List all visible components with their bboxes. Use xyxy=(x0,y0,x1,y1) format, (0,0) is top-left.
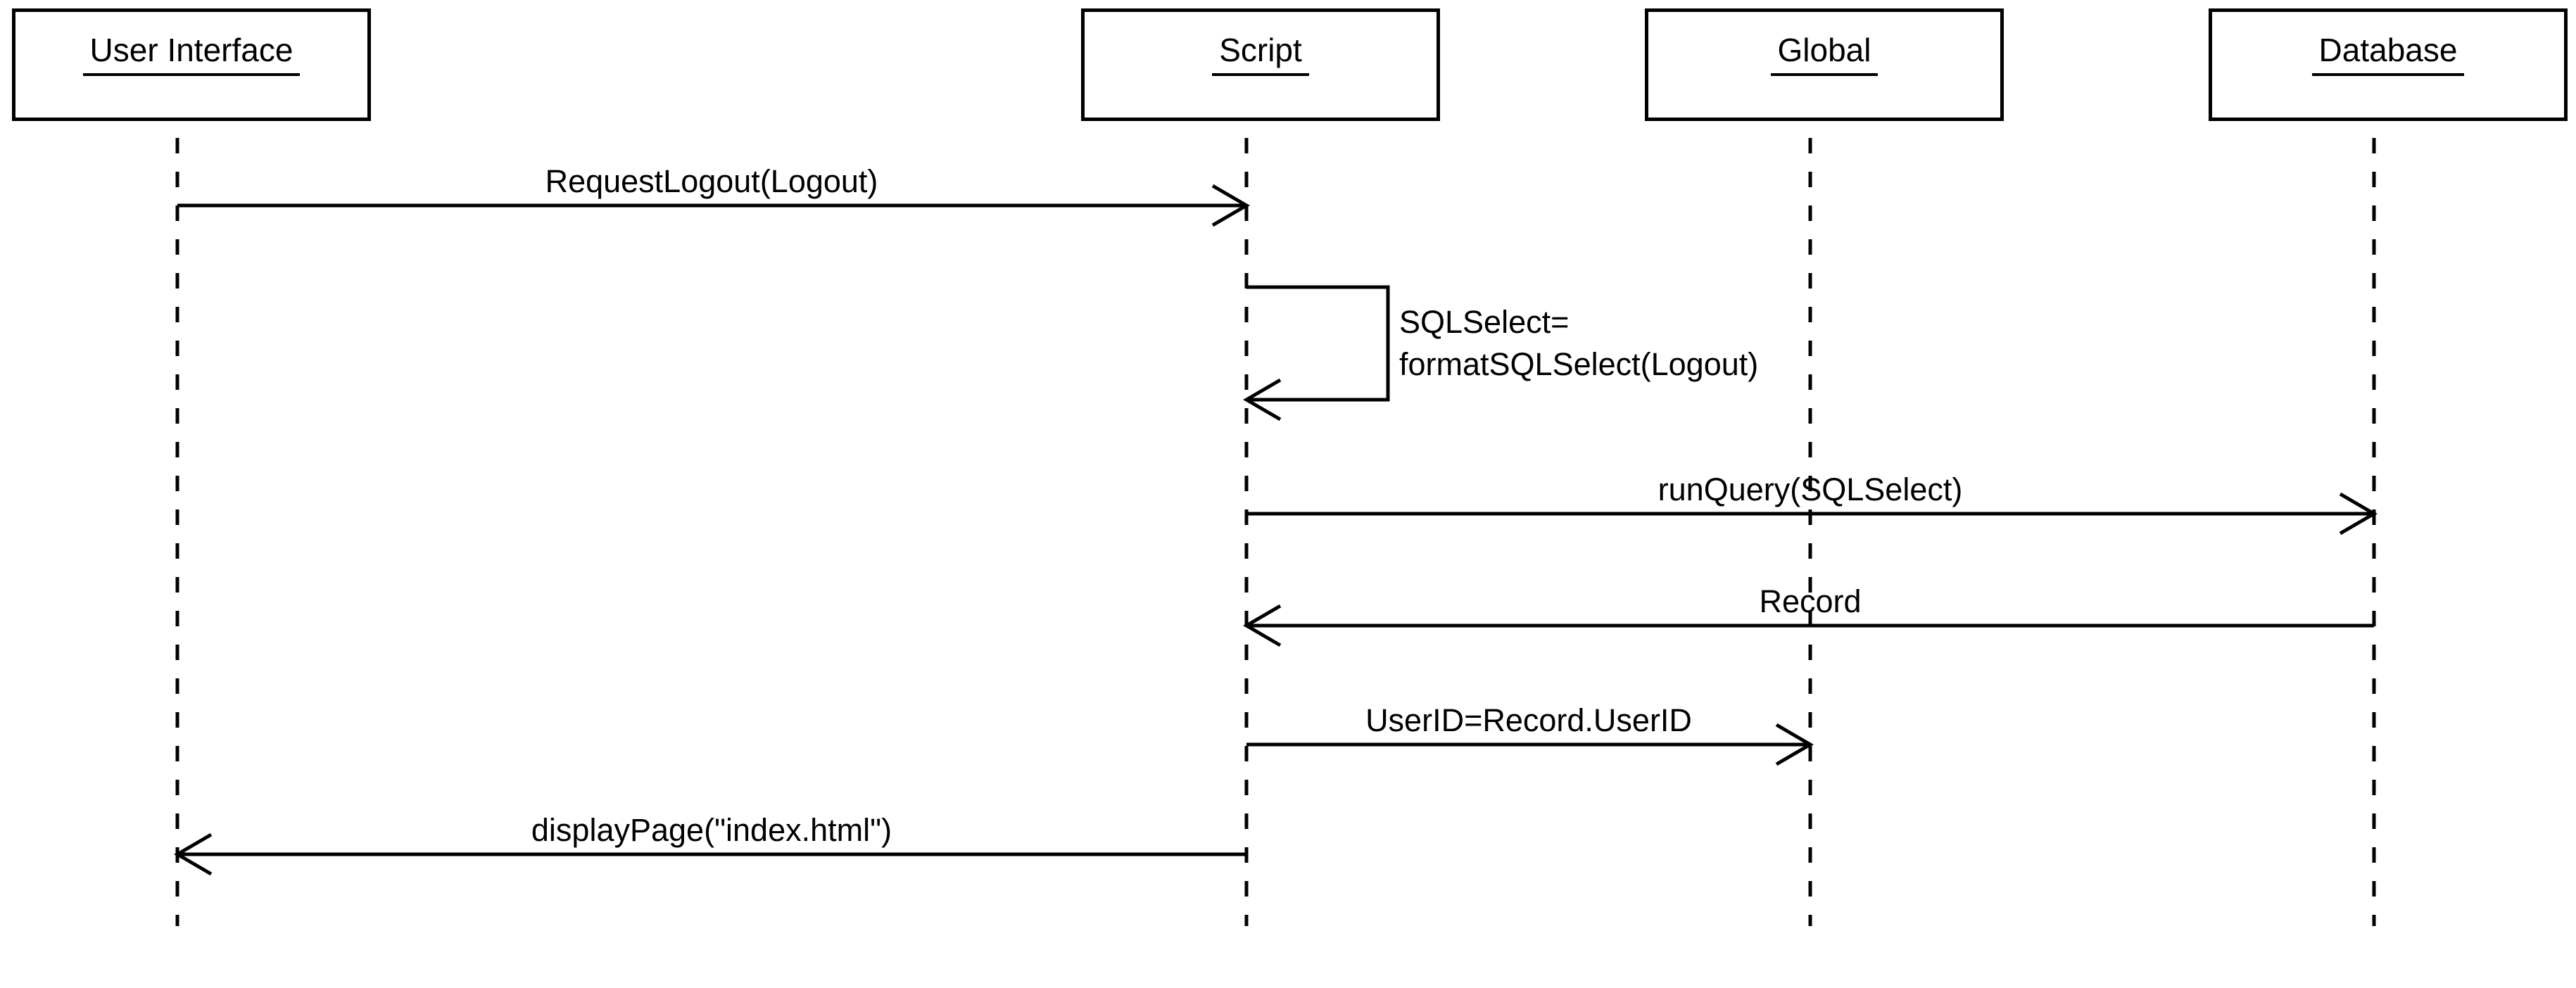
actor-label-database: Database xyxy=(2311,32,2465,76)
actor-label-user-interface: User Interface xyxy=(82,32,301,76)
message-label-display-page: displayPage("index.html") xyxy=(531,812,892,848)
actor-label-script: Script xyxy=(1212,32,1309,76)
arrowhead-left-icon xyxy=(174,832,213,876)
actor-box-global: Global xyxy=(1645,8,2004,121)
message-label-self-call-line1: SQLSelect= xyxy=(1399,304,1570,340)
actor-box-script: Script xyxy=(1081,8,1440,121)
arrowhead-left-icon xyxy=(1243,378,1282,422)
arrowhead-right-icon xyxy=(1211,184,1250,227)
actor-box-user-interface: User Interface xyxy=(12,8,371,121)
actor-label-global: Global xyxy=(1770,32,1879,76)
message-label-self-call: SQLSelect= formatSQLSelect(Logout) xyxy=(1399,301,1758,386)
message-label-userid: UserID=Record.UserID xyxy=(1365,702,1692,738)
arrowhead-left-icon xyxy=(1243,604,1282,647)
message-line-self-call xyxy=(1246,285,1390,402)
message-label-run-query: runQuery(SQLSelect) xyxy=(1658,471,1963,507)
message-label-record: Record xyxy=(1759,583,1862,619)
actor-box-database: Database xyxy=(2209,8,2568,121)
arrowhead-right-icon xyxy=(1775,723,1814,766)
message-label-request-logout: RequestLogout(Logout) xyxy=(545,163,878,199)
arrowhead-right-icon xyxy=(2339,492,2378,536)
message-label-self-call-line2: formatSQLSelect(Logout) xyxy=(1399,346,1759,382)
